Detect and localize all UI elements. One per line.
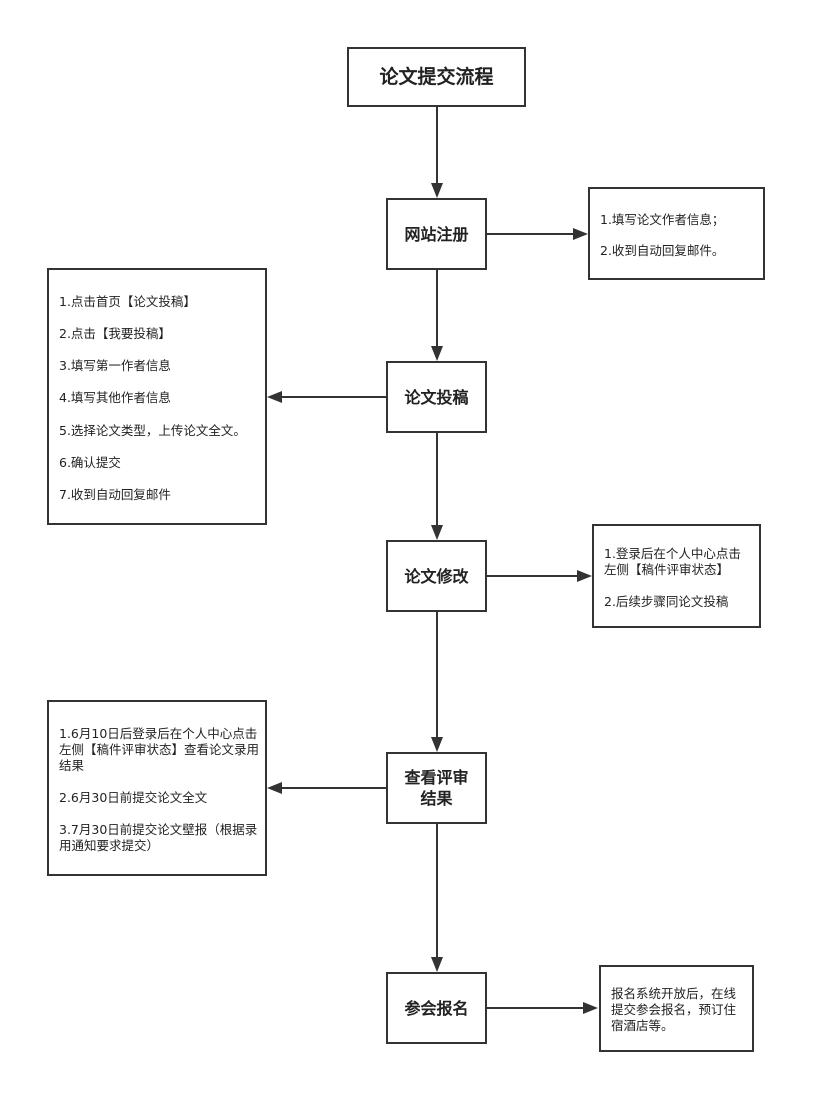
note-submit-line-3: 3.填写第一作者信息 <box>59 358 171 373</box>
arrowhead-attend-note <box>583 1002 598 1014</box>
note-revise-line-1: 1.登录后在个人中心点击左侧【稿件评审状态】 <box>604 546 741 577</box>
note-revise: 1.登录后在个人中心点击左侧【稿件评审状态】 2.后续步骤同论文投稿 <box>592 524 761 628</box>
arrowhead-review-note <box>267 782 282 794</box>
arrowhead-attend <box>431 957 443 972</box>
note-register-line-2: 2.收到自动回复邮件。 <box>600 243 725 258</box>
note-revise-line-2: 2.后续步骤同论文投稿 <box>604 594 729 609</box>
note-review-line-3: 3.7月30日前提交论文壁报（根据录用通知要求提交） <box>59 822 258 853</box>
note-submit-line-4: 4.填写其他作者信息 <box>59 390 171 405</box>
step-attend-node: 参会报名 <box>386 972 487 1044</box>
step-review-label: 查看评审结果 <box>404 768 469 808</box>
note-submit: 1.点击首页【论文投稿】 2.点击【我要投稿】 3.填写第一作者信息 4.填写其… <box>47 268 267 525</box>
note-attend: 报名系统开放后，在线提交参会报名，预订住宿酒店等。 <box>599 965 754 1052</box>
note-submit-line-1: 1.点击首页【论文投稿】 <box>59 294 196 309</box>
step-submit-label: 论文投稿 <box>404 387 469 407</box>
note-submit-line-5: 5.选择论文类型，上传论文全文。 <box>59 423 246 438</box>
step-review-node: 查看评审结果 <box>386 752 487 824</box>
step-register-label: 网站注册 <box>404 224 469 244</box>
note-review: 1.6月10日后登录后在个人中心点击左侧【稿件评审状态】查看论文录用结果 2.6… <box>47 700 267 876</box>
arrowhead-register-note <box>573 228 588 240</box>
flow-title-node: 论文提交流程 <box>347 47 526 107</box>
step-revise-label: 论文修改 <box>404 566 469 586</box>
step-submit-node: 论文投稿 <box>386 361 487 433</box>
note-submit-line-6: 6.确认提交 <box>59 455 121 470</box>
note-submit-line-7: 7.收到自动回复邮件 <box>59 487 171 502</box>
note-register-line-1: 1.填写论文作者信息； <box>600 212 725 227</box>
step-attend-label: 参会报名 <box>404 998 469 1018</box>
arrowhead-register <box>431 183 443 198</box>
arrowhead-submit <box>431 346 443 361</box>
arrowhead-revise <box>431 525 443 540</box>
note-review-line-2: 2.6月30日前提交论文全文 <box>59 790 208 805</box>
arrowhead-review <box>431 737 443 752</box>
note-attend-line-1: 报名系统开放后，在线提交参会报名，预订住宿酒店等。 <box>611 986 737 1033</box>
flow-title: 论文提交流程 <box>379 65 494 88</box>
step-revise-node: 论文修改 <box>386 540 487 612</box>
step-register-node: 网站注册 <box>386 198 487 270</box>
note-review-line-1: 1.6月10日后登录后在个人中心点击左侧【稿件评审状态】查看论文录用结果 <box>59 726 260 773</box>
note-register: 1.填写论文作者信息； 2.收到自动回复邮件。 <box>588 187 765 280</box>
note-submit-line-2: 2.点击【我要投稿】 <box>59 326 171 341</box>
arrowhead-submit-note <box>267 391 282 403</box>
arrowhead-revise-note <box>577 570 592 582</box>
